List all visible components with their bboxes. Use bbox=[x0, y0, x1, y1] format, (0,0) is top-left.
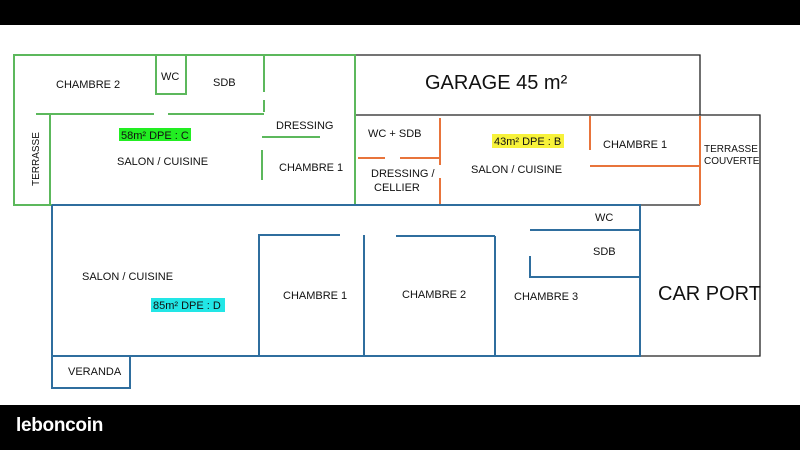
blue-chambre3-label: CHAMBRE 3 bbox=[514, 291, 578, 303]
green-chambre1-label: CHAMBRE 1 bbox=[279, 162, 343, 174]
orange-unit-walls bbox=[358, 116, 701, 205]
floor-plan-canvas: GARAGE 45 m² CAR PORT TERRASSE COUVERTE … bbox=[0, 25, 800, 405]
carport-outline bbox=[640, 114, 761, 357]
blue-wc-label: WC bbox=[595, 212, 613, 224]
floor-plan: GARAGE 45 m² CAR PORT TERRASSE COUVERTE … bbox=[13, 54, 761, 389]
green-salon-label: SALON / CUISINE bbox=[117, 156, 208, 168]
leboncoin-logo: leboncoin bbox=[16, 415, 104, 436]
orange-dpe-highlight bbox=[492, 134, 564, 148]
green-terrasse-label: TERRASSE bbox=[31, 132, 42, 186]
blue-sdb-label: SDB bbox=[593, 246, 616, 258]
bottom-black-bar: leboncoin bbox=[0, 405, 800, 450]
orange-dressing-line1: DRESSING / bbox=[371, 168, 436, 180]
green-wc-box bbox=[155, 55, 187, 95]
blue-unit-walls bbox=[51, 204, 641, 389]
blue-salon-label: SALON / CUISINE bbox=[82, 271, 173, 283]
blue-bedroom1-wall bbox=[258, 234, 340, 356]
green-sdb-label: SDB bbox=[213, 77, 236, 89]
blue-chambre2-label: CHAMBRE 2 bbox=[402, 289, 466, 301]
orange-dpe-label: 43m² DPE : B bbox=[494, 136, 561, 148]
blue-dpe-highlight bbox=[151, 298, 225, 312]
green-dpe-highlight bbox=[119, 128, 191, 141]
garage-label: GARAGE 45 m² bbox=[425, 72, 568, 94]
blue-veranda-label: VERANDA bbox=[68, 366, 122, 378]
green-wc-label: WC bbox=[161, 71, 179, 83]
green-chambre2-label: CHAMBRE 2 bbox=[56, 79, 120, 91]
terrasse-couverte-line1: TERRASSE bbox=[704, 144, 758, 155]
blue-veranda-box bbox=[51, 356, 131, 389]
terrasse-couverte-line2: COUVERTE bbox=[704, 156, 760, 167]
orange-salon-label: SALON / CUISINE bbox=[471, 164, 562, 176]
orange-chambre1-label: CHAMBRE 1 bbox=[603, 139, 667, 151]
garage-outline bbox=[264, 54, 701, 116]
blue-chambre1-label: CHAMBRE 1 bbox=[283, 290, 347, 302]
orange-dressing-line2: CELLIER bbox=[374, 182, 420, 194]
outline-walls bbox=[264, 54, 761, 357]
green-dressing-label: DRESSING bbox=[276, 120, 333, 132]
orange-wcsdb-label: WC + SDB bbox=[368, 128, 421, 140]
blue-unit-outline bbox=[51, 204, 641, 357]
green-dpe-label: 58m² DPE : C bbox=[121, 130, 189, 142]
top-black-bar bbox=[0, 0, 800, 25]
blue-sdb-wall bbox=[529, 256, 640, 278]
blue-dpe-label: 85m² DPE : D bbox=[153, 300, 221, 312]
carport-label: CAR PORT bbox=[658, 283, 761, 305]
